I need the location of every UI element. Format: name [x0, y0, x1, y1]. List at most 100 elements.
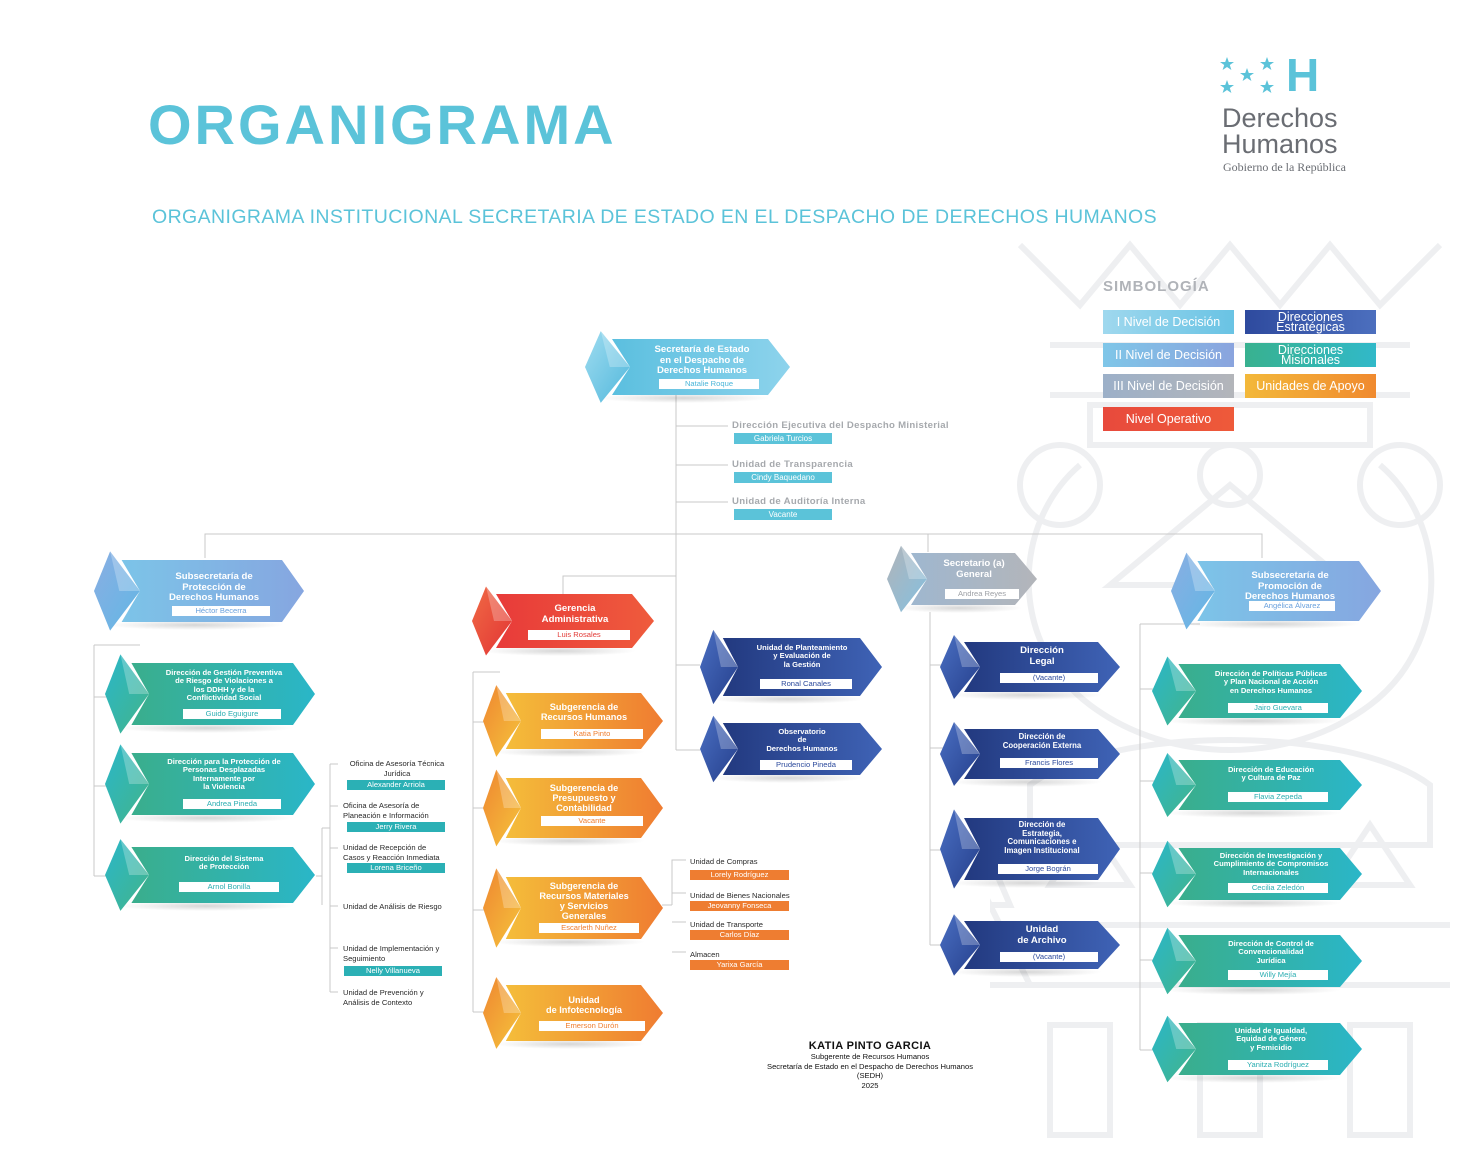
logo-text-line3: Gobierno de la República — [1223, 160, 1346, 174]
card-title: Secretaría de Estado en el Despacho de D… — [654, 344, 750, 377]
card-title: Dirección del Sistema de Protección — [184, 854, 264, 872]
card-person-name: Escarleth Nuñez — [539, 923, 639, 933]
small-unit-name: Nelly Villanueva — [344, 966, 442, 976]
card-person-name: Angélica Álvarez — [1249, 601, 1335, 611]
general-dir-card: Dirección Legal(Vacante) — [940, 635, 1120, 700]
card-title: Unidad de Infotecnología — [545, 995, 623, 1016]
card-person-name: Cecilia Zeledón — [1228, 883, 1328, 893]
gray-unit-title: Unidad de Auditoría Interna — [732, 496, 866, 507]
small-unit-title: Unidad de Prevención y Análisis de Conte… — [343, 988, 424, 1007]
card-person-name: Luis Rosales — [528, 630, 630, 640]
logo-text-line1: Derechos — [1222, 103, 1338, 133]
subsecretaria-proteccion-card: Subsecretaría de Protección de Derechos … — [94, 551, 304, 631]
card-title: Dirección de Políticas Públicas y Plan N… — [1214, 669, 1328, 695]
small-unit-title: Almacen — [690, 950, 720, 959]
card-title: Subsecretaría de Protección de Derechos … — [168, 571, 260, 604]
card-title: Observatorio de Derechos Humanos — [766, 727, 838, 753]
gerencia-sub-card: Subgerencia de Recursos Materiales y Ser… — [483, 868, 663, 948]
gray-unit-title: Dirección Ejecutiva del Despacho Ministe… — [732, 420, 949, 431]
small-unit-title: Unidad de Bienes Nacionales — [690, 891, 790, 900]
small-unit-name: Lorena Briceño — [347, 863, 445, 873]
top-secretaria-card: Secretaría de Estado en el Despacho de D… — [585, 331, 790, 403]
card-person-name: Arnol Bonilla — [179, 882, 279, 892]
card-title: Dirección de Educación y Cultura de Paz — [1227, 765, 1315, 783]
gray-unit-name: Cindy Baquedano — [734, 472, 832, 483]
card-title: Secretario (a) General — [943, 558, 1005, 580]
general-dir-card: Unidad de Archivo (Vacante) — [940, 914, 1120, 977]
card-title: Dirección Legal — [1020, 645, 1064, 667]
promocion-dir-card: Unidad de Igualdad, Equidad de Género y … — [1152, 1015, 1362, 1083]
promocion-dir-card: Dirección de Políticas Públicas y Plan N… — [1152, 656, 1362, 726]
signature-institution: Secretaría de Estado en el Despacho de D… — [767, 1061, 973, 1071]
card-title: Unidad de Igualdad, Equidad de Género y … — [1234, 1026, 1308, 1052]
subsecretaria-promocion-card: Subsecretaría de Promoción de Derechos H… — [1171, 552, 1381, 630]
card-title: Dirección de Cooperación Externa — [1002, 732, 1082, 750]
card-person-name: Guido Eguigure — [183, 709, 281, 719]
small-unit-title: Unidad de Compras — [690, 857, 758, 866]
card-person-name: Jairo Guevara — [1228, 703, 1328, 713]
general-dir-card: Dirección de Estrategia, Comunicaciones … — [940, 809, 1120, 889]
small-unit-name: Yarixa García — [690, 960, 789, 970]
page-title: ORGANIGRAMA — [148, 93, 617, 156]
signature-role: Subgerente de Recursos Humanos — [810, 1052, 930, 1061]
card-person-name: Andrea Pineda — [183, 799, 281, 809]
logo-text-line2: Humanos — [1222, 129, 1338, 159]
promocion-dir-card: Dirección de Control de Convencionalidad… — [1152, 927, 1362, 995]
card-title: Subgerencia de Recursos Materiales y Ser… — [539, 881, 629, 922]
strategic-unit-card: Unidad de Planteamiento y Evaluación de … — [700, 629, 882, 705]
card-title: Unidad de Planteamiento y Evaluación de … — [756, 643, 848, 669]
small-unit-name: Lorely Rodríguez — [690, 870, 789, 880]
small-unit-title: Oficina de Asesoría de Planeación e Info… — [343, 801, 429, 820]
card-shape — [1171, 552, 1381, 630]
signature-year: 2025 — [861, 1080, 879, 1090]
card-title: Dirección de Gestión Preventiva de Riesg… — [165, 668, 283, 703]
card-person-name: Emerson Durón — [539, 1021, 645, 1031]
card-person-name: Flavia Zepeda — [1228, 792, 1328, 802]
small-unit-name: Carlos Díaz — [690, 930, 789, 940]
card-person-name: (Vacante) — [1000, 952, 1098, 962]
gerencia-sub-card: Subgerencia de Presupuesto y Contabilida… — [483, 769, 663, 847]
card-title: Unidad de Archivo — [1017, 924, 1067, 946]
small-unit-name: Jeovanny Fonseca — [690, 901, 789, 911]
small-unit-title: Unidad de Recepción de Casos y Reacción … — [343, 843, 440, 862]
small-unit-title: Oficina de Asesoría Técnica Jurídica — [349, 759, 445, 778]
gray-unit-title: Unidad de Transparencia — [732, 459, 853, 470]
card-person-name: Natalie Roque — [659, 379, 759, 389]
gray-unit-name: Gabriela Turcios — [734, 433, 832, 444]
logo-mark: H — [1286, 49, 1320, 101]
signature-block: KATIA PINTO GARCIA Subgerente de Recurso… — [720, 1040, 1020, 1090]
card-title: Dirección de Estrategia, Comunicaciones … — [1004, 820, 1080, 855]
legend-missional-directions: Direcciones Misionales — [1245, 343, 1376, 367]
card-person-name: Jorge Bográn — [998, 864, 1098, 874]
card-title: Subsecretaría de Promoción de Derechos H… — [1244, 570, 1336, 603]
signature-acronym: (SEDH) — [856, 1071, 884, 1080]
card-title: Dirección para la Protección de Personas… — [167, 757, 281, 792]
legend-level-3: III Nivel de Decisión — [1103, 374, 1234, 398]
small-unit-title: Unidad de Análisis de Riesgo — [343, 902, 442, 911]
legend-level-1: I Nivel de Decisión — [1103, 310, 1234, 334]
card-person-name: Vacante — [541, 816, 643, 826]
card-shape — [1152, 753, 1362, 818]
card-person-name: Willy Mejía — [1228, 970, 1328, 980]
card-person-name: Francis Flores — [1000, 758, 1098, 768]
proteccion-dir-card: Dirección para la Protección de Personas… — [105, 744, 315, 824]
gray-unit-name: Vacante — [734, 509, 832, 520]
card-title: Subgerencia de Presupuesto y Contabilida… — [549, 783, 619, 814]
card-person-name: Ronal Canales — [760, 679, 852, 689]
card-title: Dirección de Control de Convencionalidad… — [1228, 939, 1314, 965]
card-person-name: Héctor Becerra — [172, 606, 270, 616]
page-subtitle: ORGANIGRAMA INSTITUCIONAL SECRETARIA DE … — [152, 206, 1158, 228]
small-unit-name: Alexander Arriola — [347, 780, 445, 790]
card-person-name: Yanitza Rodríguez — [1228, 1060, 1328, 1070]
legend-strategic-directions: Direcciones Estratégicas — [1245, 310, 1376, 334]
small-unit-name: Jerry Rivera — [347, 822, 445, 832]
legend-level-2: II Nivel de Decisión — [1103, 343, 1234, 367]
signature-name: KATIA PINTO GARCIA — [808, 1040, 932, 1052]
